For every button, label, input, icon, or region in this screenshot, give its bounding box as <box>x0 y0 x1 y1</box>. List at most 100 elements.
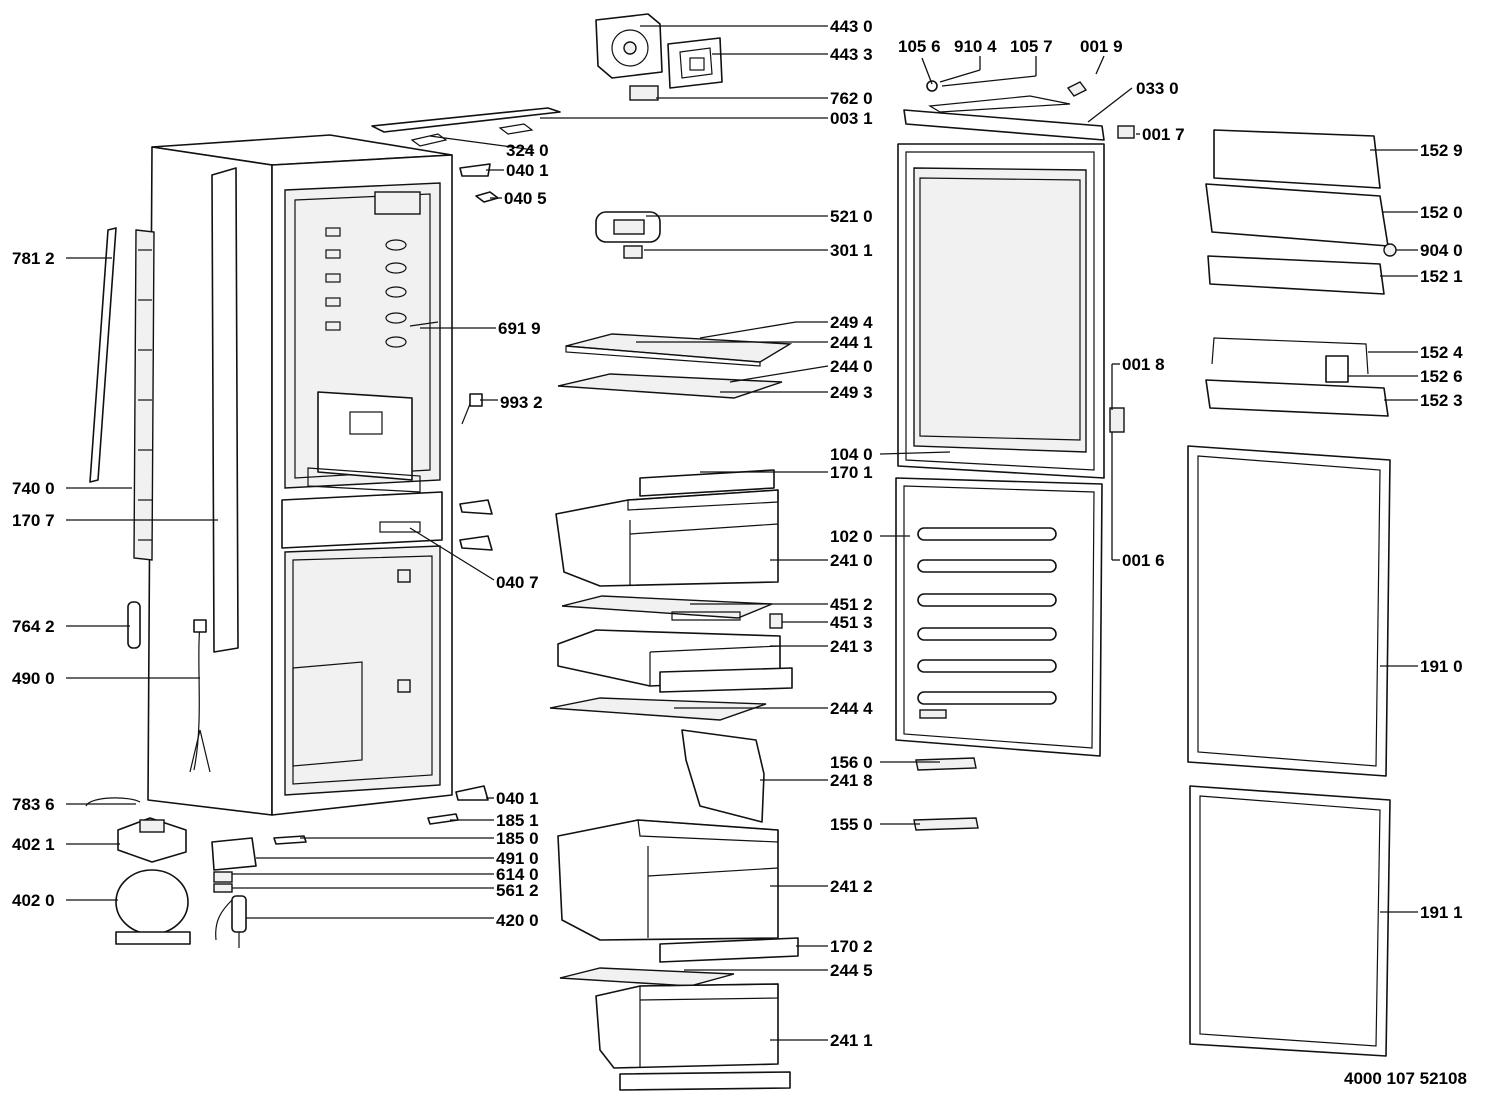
compressor-cover <box>117 817 187 863</box>
bin-knob <box>1383 243 1397 257</box>
door-bin-cover <box>1213 129 1381 189</box>
callout-label: 040 1 <box>506 161 549 180</box>
door-stop-1560 <box>915 757 977 771</box>
callout-label: 152 0 <box>1420 203 1463 222</box>
glass-shelf-top <box>565 333 793 367</box>
trim-strip-1 <box>639 469 775 497</box>
fridge-cabinet <box>147 134 453 816</box>
compressor <box>115 869 191 945</box>
top-cover <box>371 107 561 147</box>
callout-label: 104 0 <box>830 445 873 464</box>
callout-label: 783 6 <box>12 795 55 814</box>
callout-label: 040 1 <box>496 789 539 808</box>
hinge-small <box>475 191 499 203</box>
callout-label: 443 3 <box>830 45 873 64</box>
door-hinge-bracket <box>903 80 1135 141</box>
callout-label: 420 0 <box>496 911 539 930</box>
callout-label: 152 6 <box>1420 367 1463 386</box>
callout-label: 185 1 <box>496 811 539 830</box>
callout-label: 241 2 <box>830 877 873 896</box>
callout-label: 191 1 <box>1420 903 1463 922</box>
callout-labels: 443 0 443 3 762 0 003 1 324 0 040 1 040 … <box>12 17 1463 1050</box>
fan-unit <box>595 13 663 79</box>
callout-label: 001 9 <box>1080 37 1123 56</box>
callout-label: 241 0 <box>830 551 873 570</box>
callout-label: 249 4 <box>830 313 873 332</box>
callout-label: 451 3 <box>830 613 873 632</box>
callout-label: 152 9 <box>1420 141 1463 160</box>
callout-label: 490 0 <box>12 669 55 688</box>
callout-label: 105 6 <box>898 37 941 56</box>
callout-label: 910 4 <box>954 37 997 56</box>
upper-door-panel <box>1187 445 1391 777</box>
callout-label: 170 2 <box>830 937 873 956</box>
callout-label: 904 0 <box>1420 241 1463 260</box>
callout-label: 170 1 <box>830 463 873 482</box>
callout-label: 614 0 <box>496 865 539 884</box>
callout-label: 301 1 <box>830 241 873 260</box>
callout-label: 402 1 <box>12 835 55 854</box>
callout-label: 443 0 <box>830 17 873 36</box>
callout-label: 241 1 <box>830 1031 873 1050</box>
thermostat-box <box>595 211 661 259</box>
callout-label: 001 7 <box>1142 125 1185 144</box>
drier-filter <box>127 601 141 649</box>
callout-label: 561 2 <box>496 881 539 900</box>
callout-label: 001 8 <box>1122 355 1165 374</box>
door-stop-1550 <box>913 817 979 831</box>
callout-label: 740 0 <box>12 479 55 498</box>
drawer-lid-1 <box>561 595 773 621</box>
fan-cover <box>667 37 723 89</box>
callout-label: 764 2 <box>12 617 55 636</box>
callout-label: 762 0 <box>830 89 873 108</box>
callout-label: 040 5 <box>504 189 547 208</box>
hinge-mid-2 <box>459 535 493 551</box>
callout-label: 040 7 <box>496 573 539 592</box>
callout-label: 451 2 <box>830 595 873 614</box>
callout-label: 249 3 <box>830 383 873 402</box>
callout-label: 241 8 <box>830 771 873 790</box>
foot-part <box>273 835 307 845</box>
callout-label: 001 6 <box>1122 551 1165 570</box>
bin-clip <box>1325 355 1349 383</box>
callout-label: 152 4 <box>1420 343 1463 362</box>
callout-label: 033 0 <box>1136 79 1179 98</box>
trim-strip-2 <box>659 667 793 693</box>
condenser-assembly <box>89 227 155 561</box>
callout-label: 156 0 <box>830 753 873 772</box>
lamp-part <box>461 403 471 425</box>
callout-label: 244 0 <box>830 357 873 376</box>
freezer-drawer <box>595 983 779 1069</box>
callout-label: 152 1 <box>1420 267 1463 286</box>
callout-label: 105 7 <box>1010 37 1053 56</box>
bin-rail <box>1211 337 1369 375</box>
lower-door-panel <box>1189 785 1391 1057</box>
lower-door-liner <box>895 477 1103 757</box>
glass-shelf-mid <box>557 373 783 399</box>
hinge-top <box>459 163 491 177</box>
fan-filter <box>629 85 659 101</box>
callout-label: 170 7 <box>12 511 55 530</box>
door-bin-1521 <box>1207 255 1385 295</box>
document-number: 4000 107 52108 <box>1344 1069 1467 1088</box>
leader-lines <box>66 25 1418 1041</box>
relay-box <box>211 837 257 893</box>
callout-label: 241 3 <box>830 637 873 656</box>
callout-label: 191 0 <box>1420 657 1463 676</box>
power-cord <box>189 619 211 773</box>
callout-label: 993 2 <box>500 393 543 412</box>
callout-label: 521 0 <box>830 207 873 226</box>
center-hinge <box>1109 407 1125 433</box>
callout-label: 402 0 <box>12 891 55 910</box>
crisper-drawer-1 <box>555 489 779 587</box>
door-bin-1523 <box>1205 379 1389 417</box>
callout-label: 244 1 <box>830 333 873 352</box>
callout-label: 155 0 <box>830 815 873 834</box>
callout-label: 102 0 <box>830 527 873 546</box>
callout-label: 244 5 <box>830 961 873 980</box>
hinge-bottom <box>455 785 489 801</box>
hinge-mid <box>459 499 493 515</box>
door-bin-large <box>1205 183 1389 247</box>
trim-strip-4 <box>619 1071 791 1091</box>
callout-label: 781 2 <box>12 249 55 268</box>
